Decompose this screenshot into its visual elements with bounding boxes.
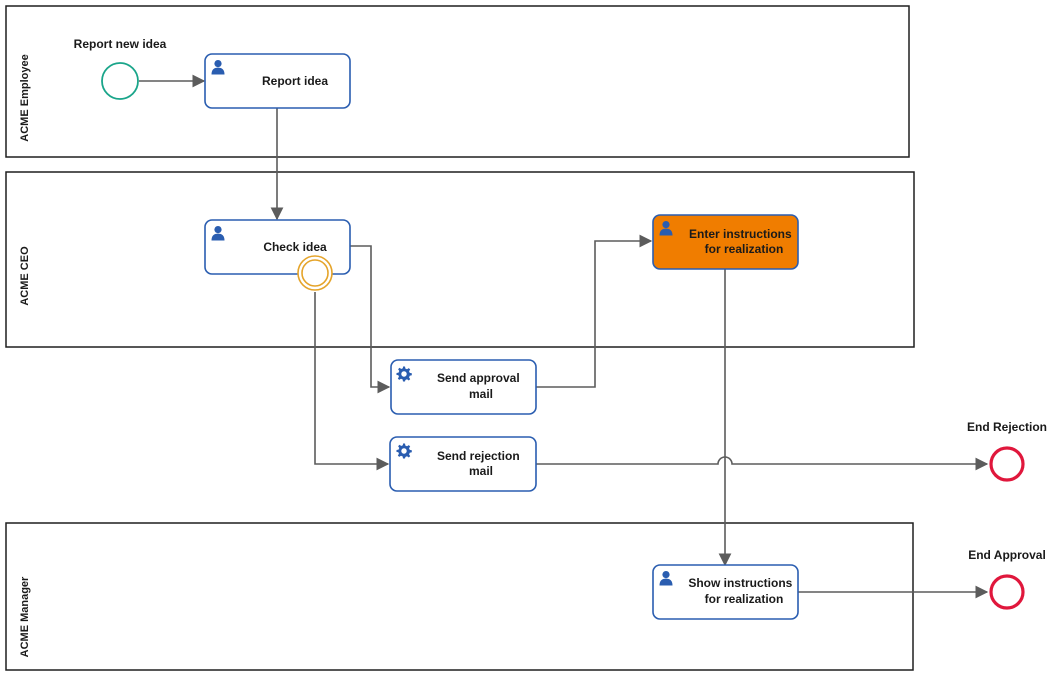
lane-label-ceo: ACME CEO (19, 246, 31, 306)
task-send-rejection-line-2: mail (469, 464, 493, 478)
task-enter-instructions-line-2: for realization (705, 242, 784, 256)
task-send-approval-line-2: mail (469, 387, 493, 401)
svg-text:Report idea: Report idea (262, 74, 328, 88)
task-report-idea[interactable]: Report idea (204, 53, 351, 109)
end-rejection-label: End Rejection (967, 420, 1047, 434)
task-send-approval-line-1: Send approval (437, 371, 520, 385)
task-send-rejection-line-1: Send rejection (437, 449, 520, 463)
svg-text:Show instructions for re: Show instructions for realization (688, 576, 795, 606)
lane-label-employee: ACME Employee (19, 54, 31, 141)
task-report-idea-line-1: Report idea (262, 74, 328, 88)
end-event-rejection[interactable]: End Rejection (967, 420, 1047, 482)
task-send-approval-mail[interactable]: Send approval mail (390, 359, 537, 415)
svg-text:Send approval mail: Send approval mail (437, 371, 523, 401)
task-enter-instructions[interactable]: Enter instructions for realization (652, 214, 799, 270)
task-show-instructions[interactable]: Show instructions for realization (652, 564, 799, 620)
flow-boundary-to-rejection[interactable] (314, 292, 390, 471)
flow-check-to-approval[interactable] (350, 245, 391, 394)
start-event-label: Report new idea (74, 37, 167, 51)
task-send-rejection-mail[interactable]: Send rejection mail (389, 436, 537, 492)
flow-approval-to-enter-instructions[interactable] (536, 234, 653, 388)
task-enter-instructions-line-1: Enter instructions (689, 227, 792, 241)
svg-text:Send rejection mail: Send rejection mail (437, 449, 523, 478)
flow-rejection-to-end-rejection[interactable] (536, 456, 989, 471)
svg-text:Check idea: Check idea (263, 240, 327, 254)
svg-text:Enter instructions for r: Enter instructions for realization (689, 227, 795, 256)
start-event[interactable]: Report new idea (74, 37, 167, 100)
lane-label-manager: ACME Manager (19, 576, 31, 657)
end-approval-label: End Approval (968, 548, 1046, 562)
task-show-instructions-line-1: Show instructions (688, 576, 792, 590)
sequence-flows (139, 74, 989, 599)
task-check-idea-line-1: Check idea (263, 240, 327, 254)
boundary-event[interactable] (297, 255, 333, 291)
task-show-instructions-line-2: for realization (705, 592, 784, 606)
end-event-approval[interactable]: End Approval (968, 548, 1046, 610)
